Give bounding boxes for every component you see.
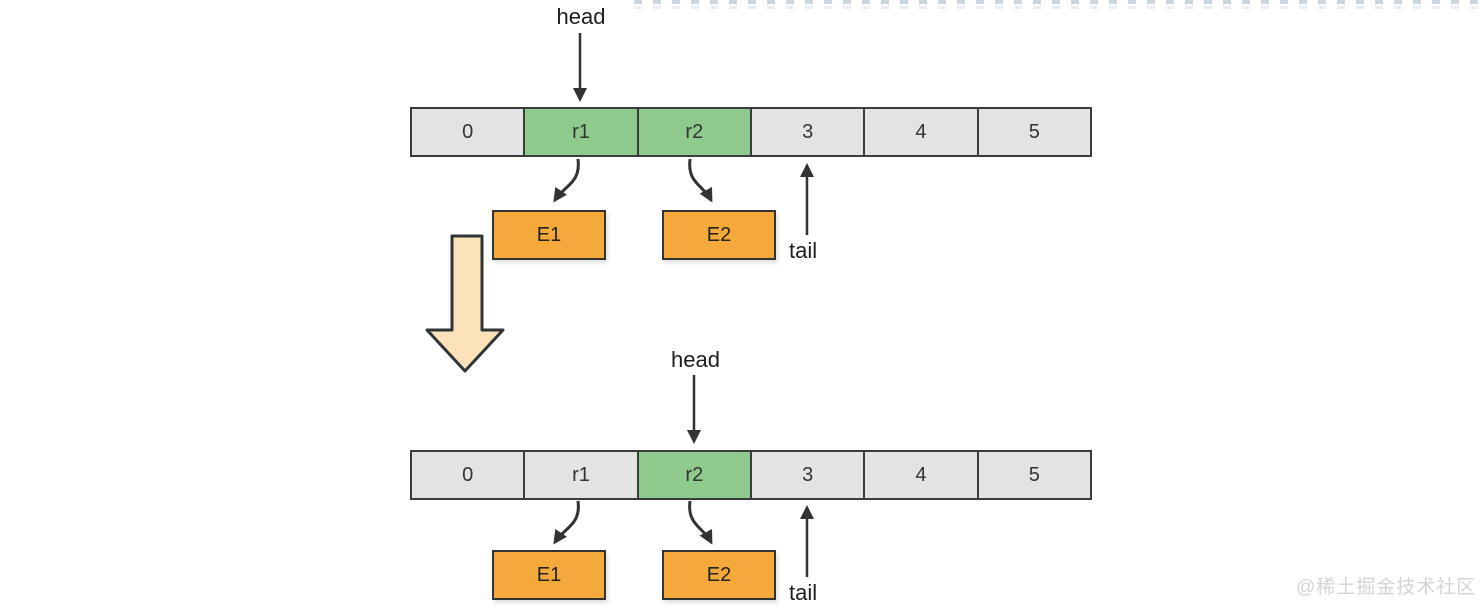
head-label-before: head — [556, 4, 606, 29]
array-after: 0 r1 r2 3 4 5 — [410, 450, 1092, 500]
array-before-cell-3: 3 — [751, 107, 866, 157]
edge-r2-to-e2-before — [688, 158, 713, 203]
array-before-cell-4: 4 — [865, 107, 979, 157]
array-after-cell-0: 0 — [410, 450, 526, 500]
tail-label-before: tail — [789, 238, 818, 263]
edge-r2-to-e2-after — [688, 500, 713, 545]
tail-label-after: tail — [789, 580, 818, 605]
cropped-text-artifact-row1 — [634, 0, 1482, 4]
head-label-after: head — [671, 347, 720, 372]
watermark: @稀土掘金技术社区 — [1296, 577, 1477, 598]
edge-r1-to-e1-after — [553, 500, 580, 545]
entry-box-e2-before: E2 — [662, 210, 776, 260]
array-after-cell-5: 5 — [978, 450, 1092, 500]
array-before-cell-5: 5 — [978, 107, 1092, 157]
array-before: 0 r1 r2 3 4 5 — [410, 107, 1092, 157]
cropped-text-artifact-row2 — [634, 6, 1482, 9]
array-before-cell-2: r2 — [638, 107, 752, 157]
entry-box-e1-after: E1 — [492, 550, 606, 600]
array-after-cell-2: r2 — [638, 450, 752, 500]
array-before-cell-1: r1 — [525, 107, 639, 157]
entry-box-e1-before: E1 — [492, 210, 606, 260]
entry-box-e2-after: E2 — [662, 550, 776, 600]
array-before-cell-0: 0 — [410, 107, 526, 157]
edge-r1-to-e1-before — [553, 158, 580, 203]
array-after-cell-1: r1 — [525, 450, 639, 500]
array-after-cell-3: 3 — [751, 450, 866, 500]
array-after-cell-4: 4 — [865, 450, 979, 500]
